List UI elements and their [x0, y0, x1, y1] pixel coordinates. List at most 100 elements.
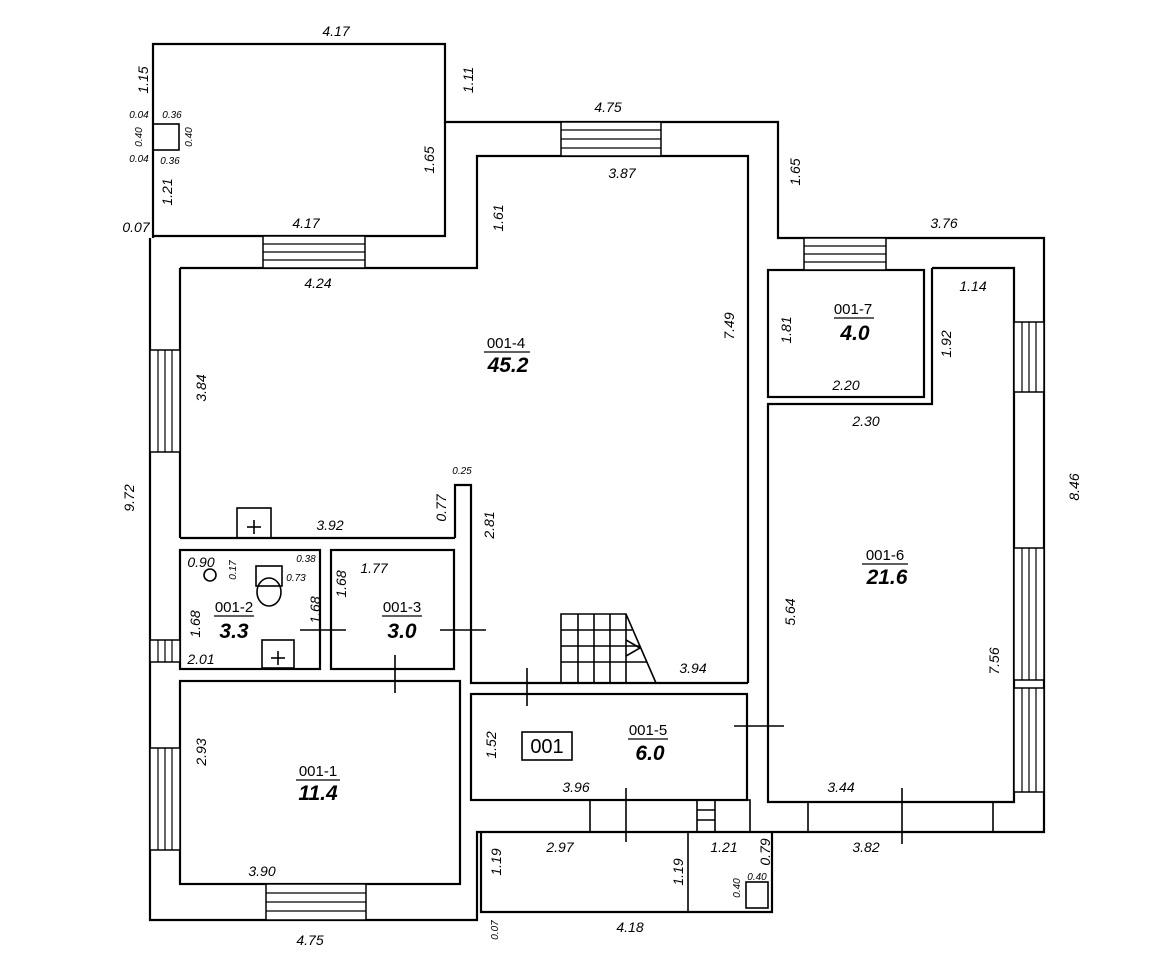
dim-terrace-corner: 0.07 [122, 219, 150, 235]
window [265, 883, 367, 921]
dim-r6-right: 7.56 [986, 647, 1002, 674]
dim-r2-bottom: 2.01 [186, 651, 214, 667]
window [560, 121, 662, 157]
dim-porch-box-h: 0.40 [732, 878, 743, 898]
dim-kitchen-bottom: 3.92 [316, 517, 343, 533]
porch-walls [479, 832, 774, 914]
room-001-5-area: 6.0 [635, 742, 665, 765]
room-001-2-id: 001-2 [215, 599, 253, 616]
room-001-7-area: 4.0 [839, 322, 870, 345]
window [1013, 321, 1045, 393]
dim-r3-top: 1.77 [360, 560, 388, 576]
dim-porch-box-w: 0.40 [747, 872, 767, 883]
dim-porch-bottom: 4.18 [616, 919, 643, 935]
dim-terrace-left-upper: 1.15 [135, 66, 151, 93]
dim-terrace-right: 1.11 [460, 67, 476, 93]
toilet-bowl [256, 577, 282, 607]
dim-r7-left: 1.81 [778, 316, 794, 343]
dim-terrace-inner-bottom: 4.17 [292, 215, 320, 231]
dim-vent-d: 0.40 [184, 127, 195, 147]
dim-living-left: 3.84 [193, 374, 209, 401]
dim-partition-h: 0.77 [433, 493, 449, 521]
walls [148, 42, 1046, 922]
dim-r3-left: 1.68 [333, 570, 349, 597]
doors [300, 629, 994, 844]
dim-r2-c: 0.73 [286, 573, 306, 584]
porch-box [745, 881, 769, 909]
dim-stairs-width: 3.94 [679, 660, 706, 676]
washbasin-fixture [203, 568, 217, 582]
dim-vent-c: 0.40 [134, 127, 145, 147]
dim-terrace-left-lower: 1.21 [159, 178, 175, 205]
partition-wall [453, 483, 748, 685]
dim-porch-inner: 1.19 [670, 858, 686, 885]
room-001-2-walls [178, 548, 322, 671]
room-001-3-area: 3.0 [387, 620, 417, 643]
room-001-3-id: 001-3 [383, 599, 421, 616]
dim-living-top: 4.24 [304, 275, 331, 291]
dimensions: 4.17 4.17 4.24 4.75 3.87 3.76 1.14 2.20 … [121, 23, 1082, 948]
room-001-4-area: 45.2 [487, 354, 529, 377]
room-001-2-area: 3.3 [219, 620, 249, 643]
room-labels: 001-4 45.2 001-7 4.0 001-6 21.6 001-2 3.… [214, 301, 908, 805]
dim-porch-step: 1.21 [710, 839, 737, 855]
room-001-7-id: 001-7 [834, 301, 872, 318]
dim-living-height: 7.49 [721, 312, 737, 339]
toilet-tank [255, 565, 283, 587]
dim-r6-bottom: 3.44 [827, 779, 854, 795]
terrace-wall [153, 122, 447, 238]
vent-shaft [152, 123, 180, 151]
dim-vent-a: 0.04 [129, 110, 149, 121]
dim-overall-left: 9.72 [121, 484, 137, 511]
dim-r6-top-outer: 3.76 [930, 215, 957, 231]
room-001-4-id: 001-4 [487, 335, 525, 352]
window [149, 747, 181, 851]
dim-r1-bottom: 3.90 [248, 863, 275, 879]
dim-porch-left: 1.19 [488, 848, 504, 875]
fixtures [152, 123, 295, 669]
dim-r6-outer-bottom: 3.82 [852, 839, 879, 855]
dim-r6-top-inner: 2.30 [851, 413, 879, 429]
plan-label-box [521, 731, 573, 761]
shower-fixture [261, 639, 295, 669]
outer-wall [148, 42, 1046, 922]
room-001-1-id: 001-1 [299, 763, 337, 780]
dim-r1-left: 2.93 [193, 738, 209, 766]
dim-partition-w: 0.25 [452, 466, 472, 477]
dim-hall-right-stub: 1.65 [787, 158, 803, 185]
dim-r6-left: 5.64 [782, 598, 798, 625]
entry-steps [589, 799, 751, 833]
plan-label: 001 [530, 736, 563, 758]
dim-terrace-inner-right: 1.65 [421, 146, 437, 173]
living-room-wall [180, 154, 750, 683]
dim-r2-w: 0.90 [187, 554, 214, 570]
dim-r7-right: 1.92 [938, 330, 954, 357]
dim-r5-bottom: 3.96 [562, 779, 589, 795]
room-001-6-area: 21.6 [866, 566, 908, 589]
window [1013, 687, 1045, 793]
dim-overall-bottom: 4.75 [296, 932, 323, 948]
dim-hall-inner-left: 1.61 [490, 204, 506, 231]
window [262, 235, 366, 269]
dim-r2-right: 1.68 [307, 596, 323, 623]
dim-r2-b: 0.38 [296, 554, 316, 565]
room-001-5-id: 001-5 [629, 722, 667, 739]
room-001-6-id: 001-6 [866, 547, 904, 564]
dim-r2-a: 0.17 [228, 560, 239, 580]
staircase [560, 613, 657, 684]
dim-hall-top-outer: 4.75 [594, 99, 621, 115]
windows [149, 121, 1045, 921]
room-001-5-walls [469, 692, 749, 802]
dim-porch-corner: 0.07 [490, 920, 501, 940]
dim-porch-right: 0.79 [757, 838, 773, 865]
dim-stair-wall: 2.81 [481, 511, 497, 539]
window [149, 349, 181, 453]
dim-vent-f: 0.36 [160, 156, 180, 167]
dim-terrace-top: 4.17 [322, 23, 350, 39]
dim-r6-outer-right: 8.46 [1066, 473, 1082, 500]
dim-vent-e: 0.04 [129, 154, 149, 165]
dim-porch-top: 2.97 [545, 839, 574, 855]
window [149, 639, 181, 663]
dim-r2-left: 1.68 [187, 610, 203, 637]
